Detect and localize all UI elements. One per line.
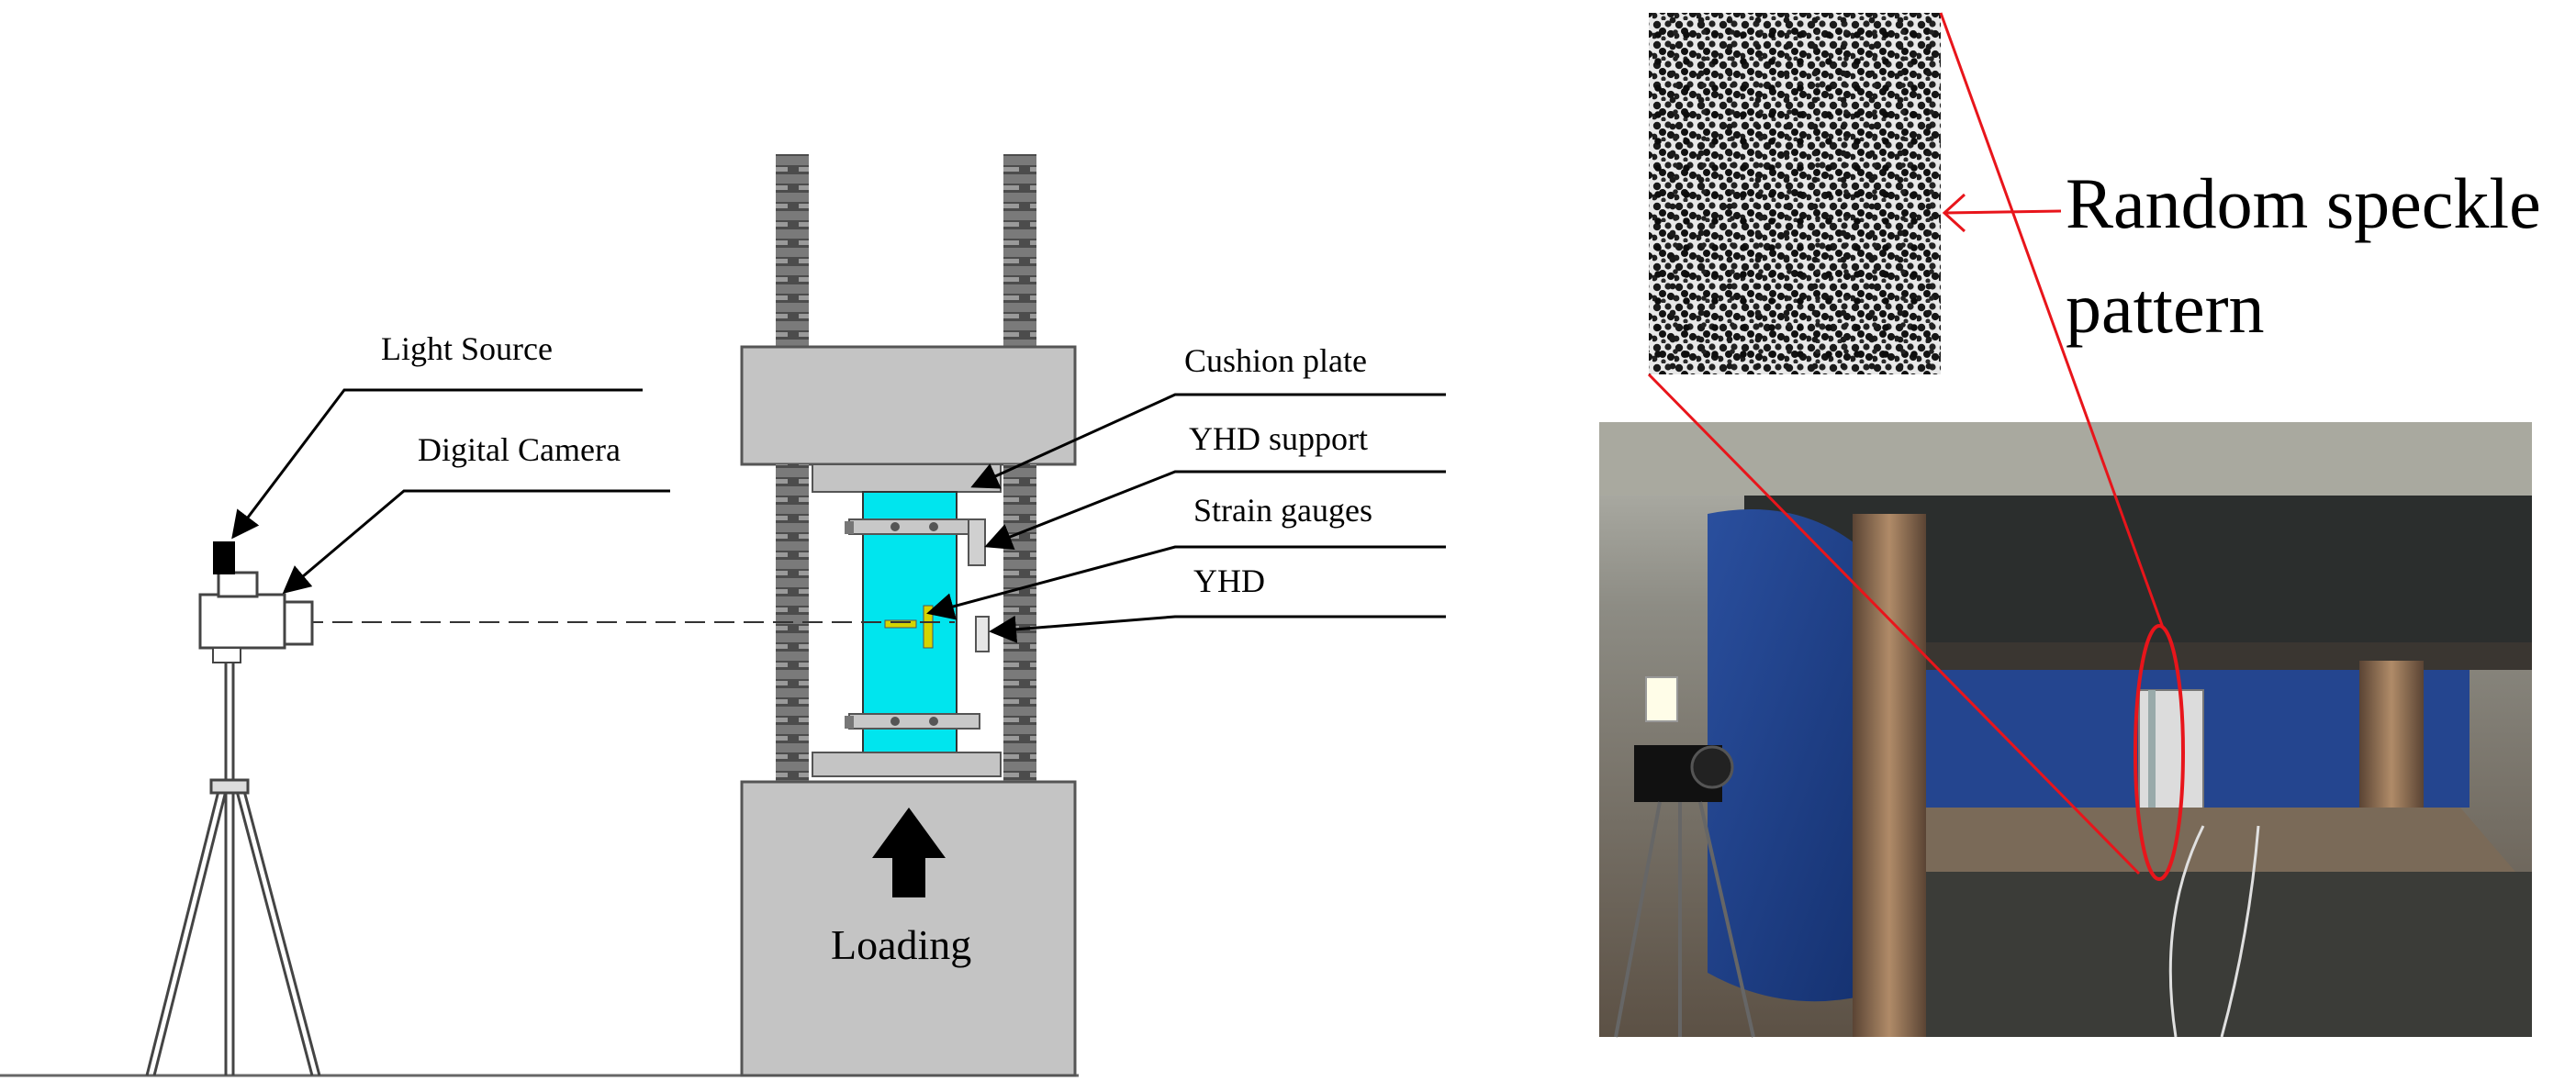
photo-column-left bbox=[1853, 514, 1926, 1037]
speckle-label-line1: Random speckle bbox=[2066, 163, 2541, 243]
right-column-top bbox=[1003, 154, 1036, 349]
left-column-top bbox=[776, 154, 809, 349]
speckle-inset bbox=[1649, 13, 1941, 374]
callouts bbox=[231, 388, 1446, 643]
right-column-mid bbox=[1003, 464, 1036, 786]
tripod bbox=[145, 663, 321, 1076]
speckle-label-line2: pattern bbox=[2066, 268, 2265, 348]
yhd-label: YHD bbox=[1193, 563, 1265, 599]
yhd-support-clamp-top bbox=[845, 518, 986, 566]
yhd-sensor bbox=[975, 616, 990, 652]
yhd-support-label: YHD support bbox=[1189, 420, 1368, 457]
loading-label: Loading bbox=[831, 921, 971, 968]
photo-lower-platen bbox=[1926, 808, 2515, 872]
light-source-label: Light Source bbox=[381, 330, 553, 367]
light-source bbox=[213, 541, 235, 574]
cushion-plate-top bbox=[812, 463, 1002, 493]
digital-camera bbox=[198, 571, 314, 663]
photo-blue-tarp bbox=[1708, 509, 1882, 1002]
left-column-mid bbox=[776, 464, 809, 786]
inset-connector-lines bbox=[1647, 12, 2165, 875]
upper-crosshead bbox=[740, 345, 1077, 466]
test-photo bbox=[1599, 422, 2532, 1038]
photo-light bbox=[1645, 676, 1678, 722]
photo-upper-beam bbox=[1599, 422, 2532, 496]
cushion-plate-bottom bbox=[812, 752, 1002, 777]
digital-camera-label: Digital Camera bbox=[418, 431, 621, 468]
yhd-support-clamp-bottom bbox=[845, 713, 980, 730]
speckle-highlight-ellipse bbox=[2134, 624, 2185, 881]
strain-gauges-label: Strain gauges bbox=[1193, 492, 1372, 529]
schematic: Loading bbox=[0, 154, 1446, 1077]
cushion-plate-label: Cushion plate bbox=[1184, 342, 1367, 379]
loading-arrow bbox=[872, 808, 946, 897]
